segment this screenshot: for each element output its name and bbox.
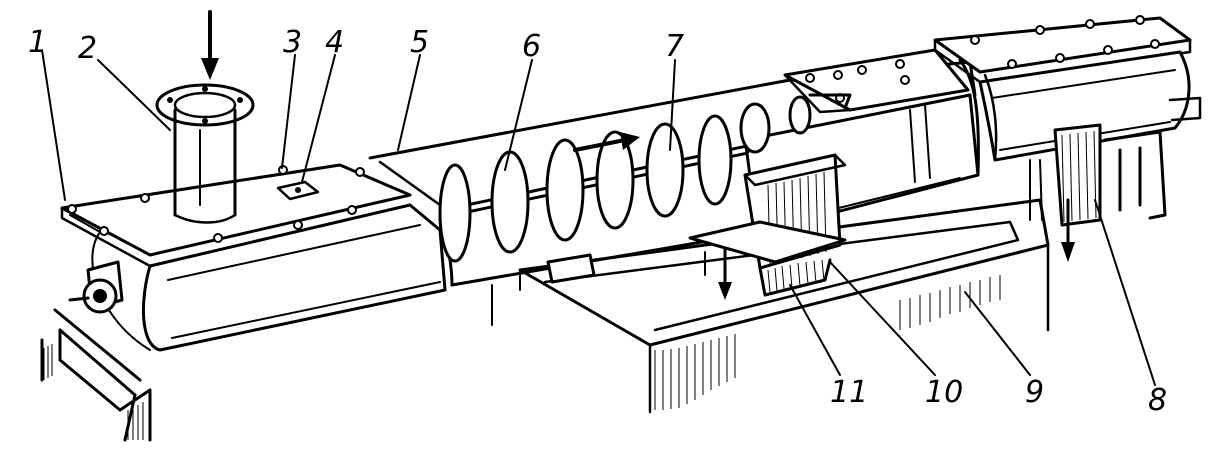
label-3: 3 <box>283 25 302 60</box>
drive-bearing <box>40 260 152 442</box>
callout-labels: 1 2 3 4 5 6 7 8 9 10 11 <box>28 25 1167 418</box>
label-9: 9 <box>1025 375 1044 410</box>
label-10: 10 <box>925 375 963 410</box>
trough-left-section <box>60 163 447 352</box>
discharge-outlet <box>1029 123 1167 262</box>
leader-lines <box>41 49 1156 386</box>
trough-right-section <box>933 15 1202 177</box>
label-11: 11 <box>830 375 868 410</box>
screw-flights <box>438 95 812 263</box>
label-7: 7 <box>665 29 684 64</box>
label-4: 4 <box>325 25 344 60</box>
label-2: 2 <box>78 31 97 66</box>
frame-leg-hatching <box>654 275 1001 410</box>
hanger-bearing <box>546 153 847 300</box>
top-cover-plate <box>783 48 970 114</box>
label-6: 6 <box>522 29 541 64</box>
inlet-pipe <box>155 10 255 224</box>
label-1: 1 <box>28 25 47 60</box>
cover-bolts-left <box>67 165 365 243</box>
label-5: 5 <box>410 25 429 60</box>
label-8: 8 <box>1148 383 1167 418</box>
